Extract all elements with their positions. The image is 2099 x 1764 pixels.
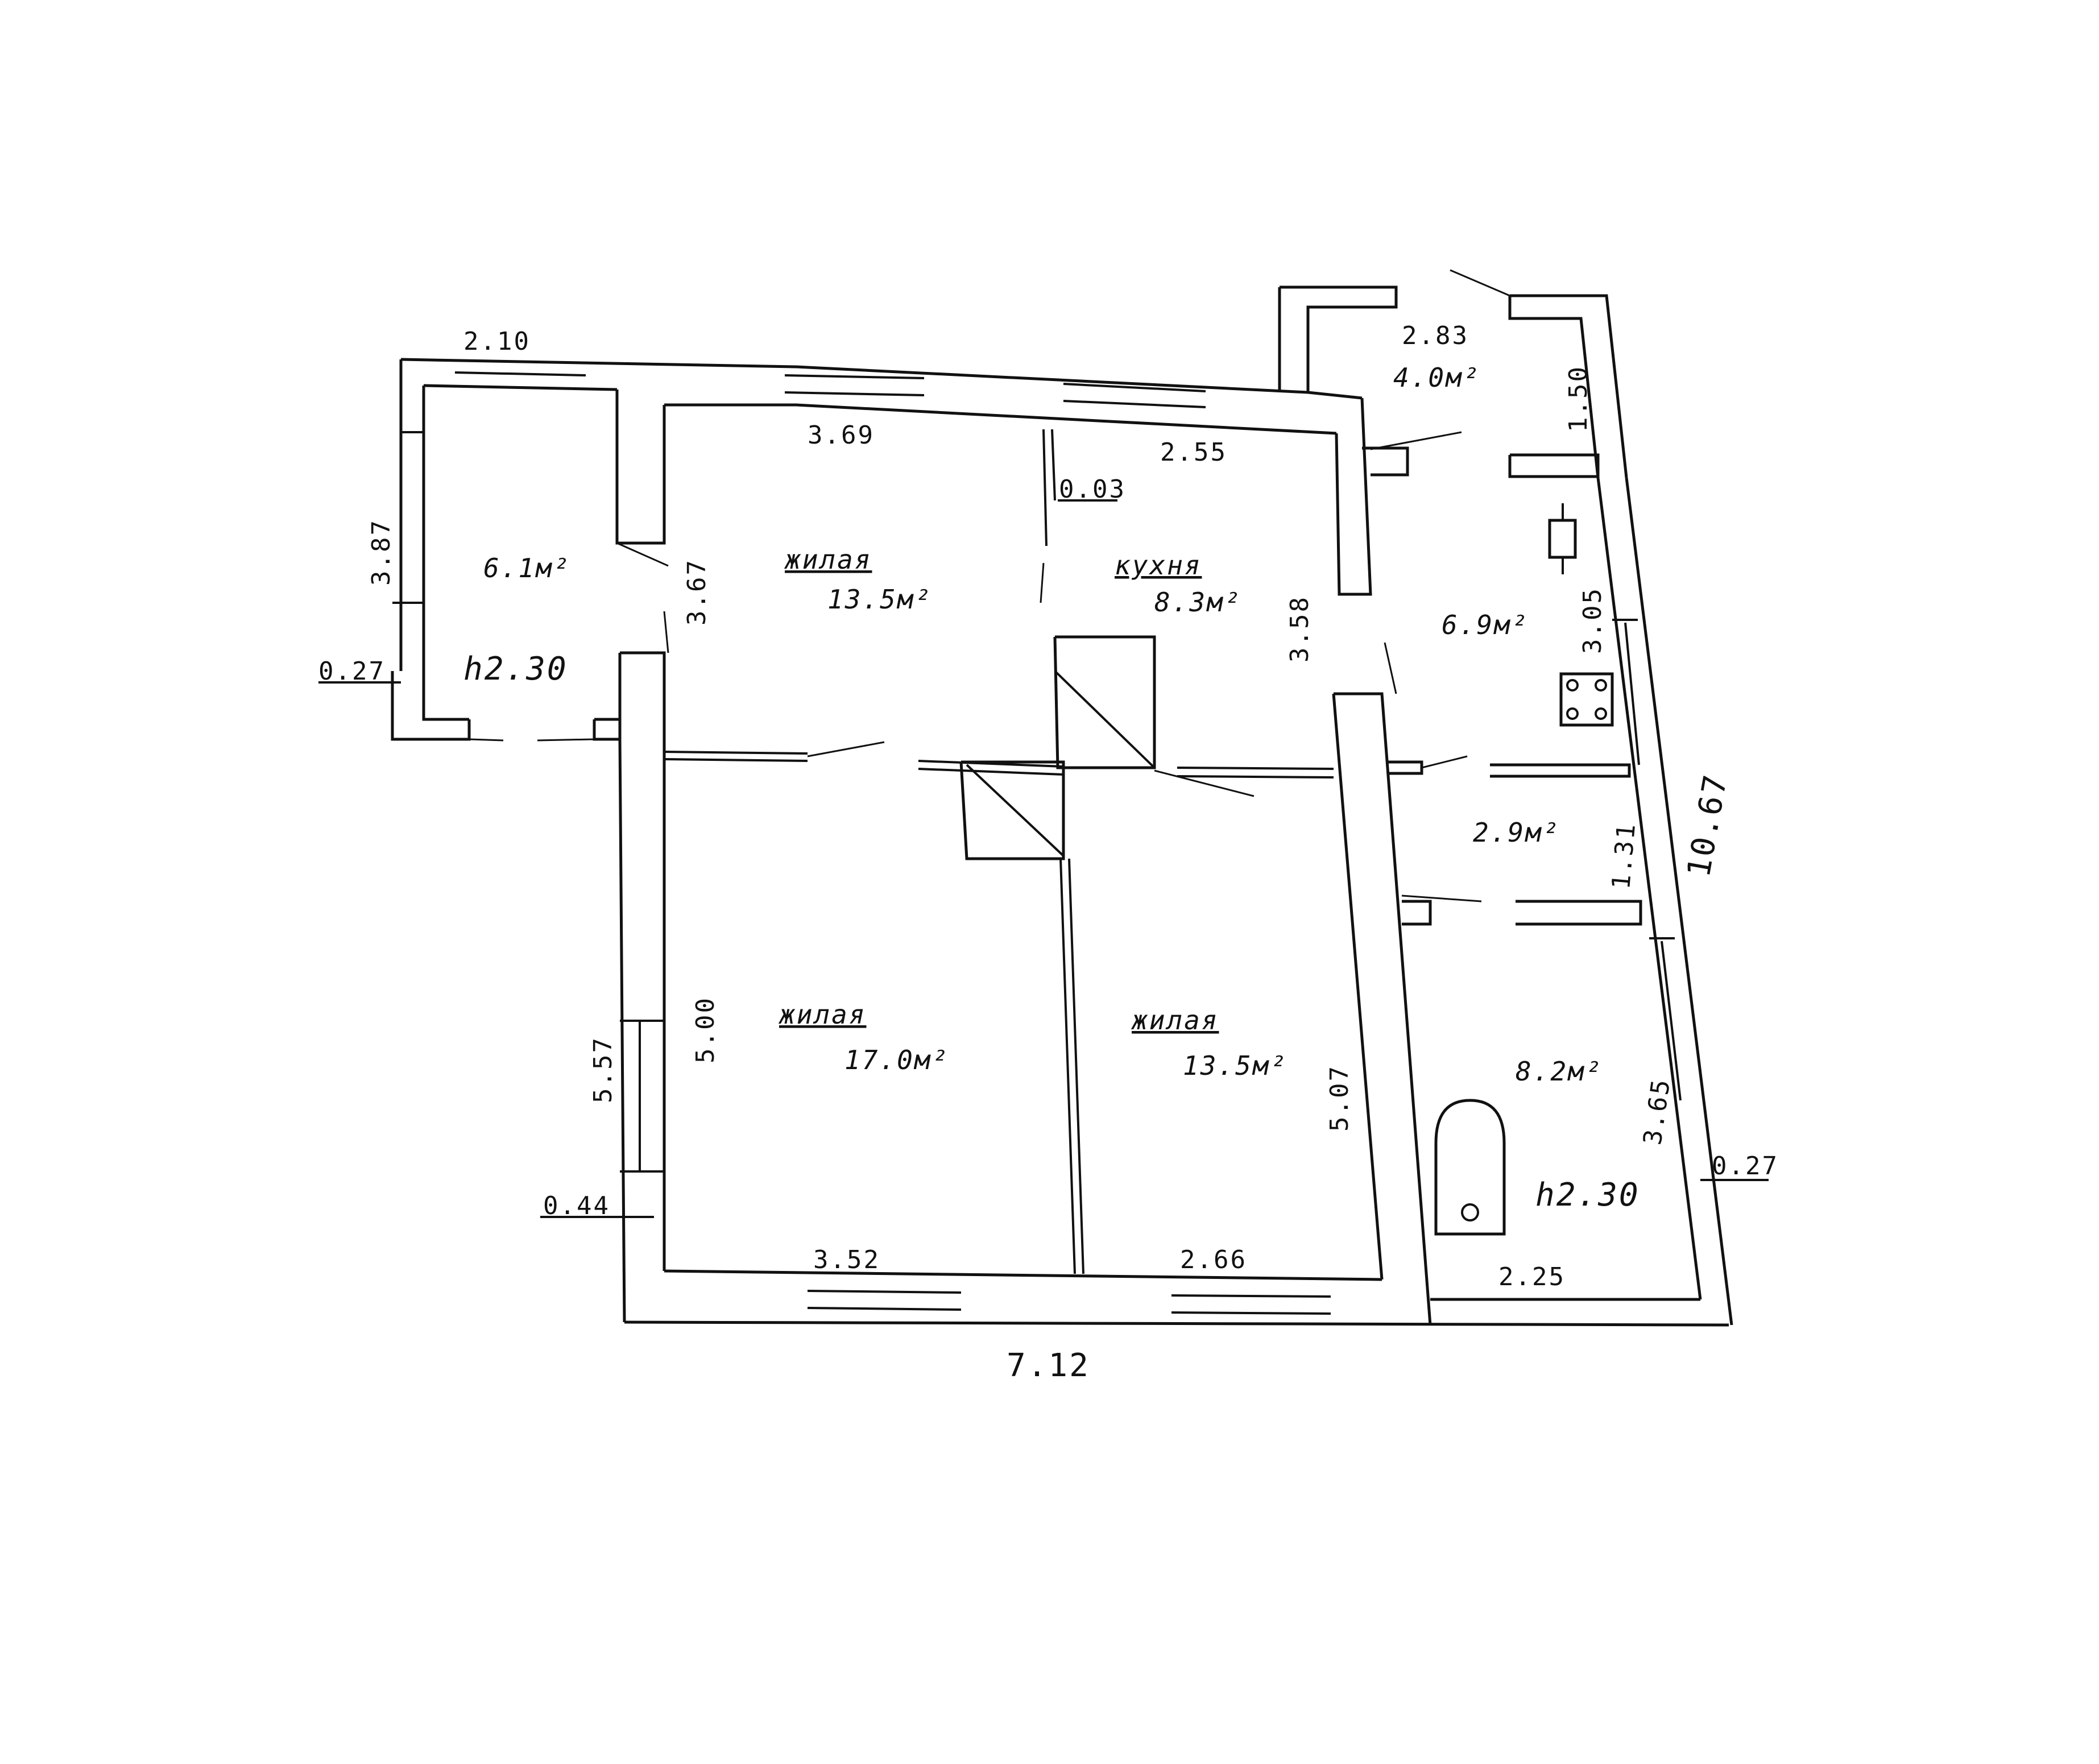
dim-5-07: 5.07	[1325, 1065, 1354, 1132]
dim-2-10: 2.10	[463, 327, 531, 356]
doors	[469, 269, 1510, 902]
dim-3-05: 3.05	[1578, 587, 1607, 654]
room-hall-area: 6.9м²	[1442, 610, 1529, 640]
room-labels: 6.1м² h2.30 жилая 13.5м² кухня 8.3м² 4.0…	[463, 362, 1640, 1214]
dim-0-27-left: 0.27	[318, 657, 386, 686]
room-living-right-name: жилая	[1131, 1005, 1219, 1036]
room-living-top-name: жилая	[784, 544, 872, 575]
room-corner-height: h2.30	[463, 651, 568, 688]
room-porch-area: 4.0м²	[1393, 362, 1480, 393]
dim-2-83: 2.83	[1402, 321, 1469, 350]
room-kitchen-area: 8.3м²	[1154, 587, 1241, 618]
dim-2-55: 2.55	[1160, 438, 1227, 467]
dim-10-67: 10.67	[1680, 771, 1735, 880]
room-living-large-area: 17.0м²	[844, 1045, 949, 1075]
dimension-labels: 2.10 3.87 0.27 3.69 2.55 0.03 3.67 3.58 …	[318, 321, 1779, 1384]
room-bath-height: h2.30	[1535, 1177, 1640, 1214]
dim-3-52: 3.52	[813, 1245, 880, 1274]
dim-3-69: 3.69	[808, 421, 875, 450]
interior-partitions	[664, 429, 1614, 1274]
dimension-ticks	[318, 499, 1769, 1218]
dim-3-87: 3.87	[367, 519, 396, 586]
room-living-large-name: жилая	[778, 999, 866, 1030]
dim-5-57: 5.57	[589, 1036, 618, 1103]
room-living-top-area: 13.5м²	[827, 584, 932, 615]
dim-3-65: 3.65	[1638, 1076, 1676, 1147]
dim-3-67: 3.67	[682, 558, 711, 626]
room-living-right-area: 13.5м²	[1183, 1050, 1287, 1081]
dim-1-50: 1.50	[1564, 365, 1593, 432]
room-kitchen-name: кухня	[1115, 550, 1202, 581]
dim-5-00: 5.00	[691, 996, 720, 1063]
windows	[392, 371, 1682, 1315]
exterior-walls	[391, 285, 1733, 1327]
dim-0-27-right: 0.27	[1712, 1152, 1779, 1181]
dim-2-25: 2.25	[1498, 1262, 1566, 1291]
dim-7-12: 7.12	[1007, 1347, 1090, 1384]
dim-0-44: 0.44	[543, 1191, 610, 1220]
room-corner-area: 6.1м²	[483, 553, 570, 583]
dim-2-66: 2.66	[1180, 1245, 1247, 1274]
dim-3-58: 3.58	[1285, 595, 1314, 662]
dim-0-03: 0.03	[1059, 475, 1126, 504]
room-small-area: 2.9м²	[1473, 817, 1560, 848]
dim-1-31: 1.31	[1607, 821, 1641, 891]
room-bath-area: 8.2м²	[1516, 1056, 1603, 1087]
